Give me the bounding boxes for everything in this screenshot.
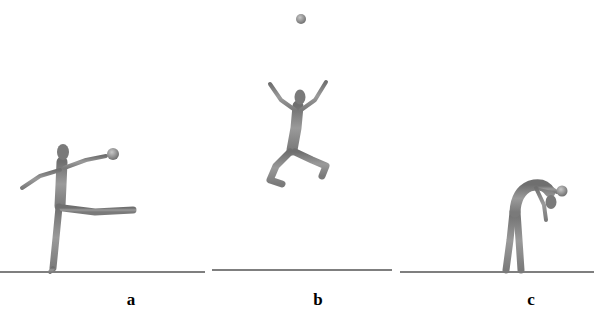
ball [296,14,306,24]
gymnast-a [22,144,133,272]
panel-letter-holder: c [527,291,535,308]
gymnast-c [506,185,557,270]
ball [557,186,568,197]
gymnast-b [270,82,326,184]
panel-letter-holder: a [127,291,136,308]
panel-letter: b [313,291,322,308]
ball [107,148,119,160]
panel-letter-holder: b [313,291,322,308]
panel-letter: a [127,291,136,308]
panel-letter: c [527,291,535,308]
